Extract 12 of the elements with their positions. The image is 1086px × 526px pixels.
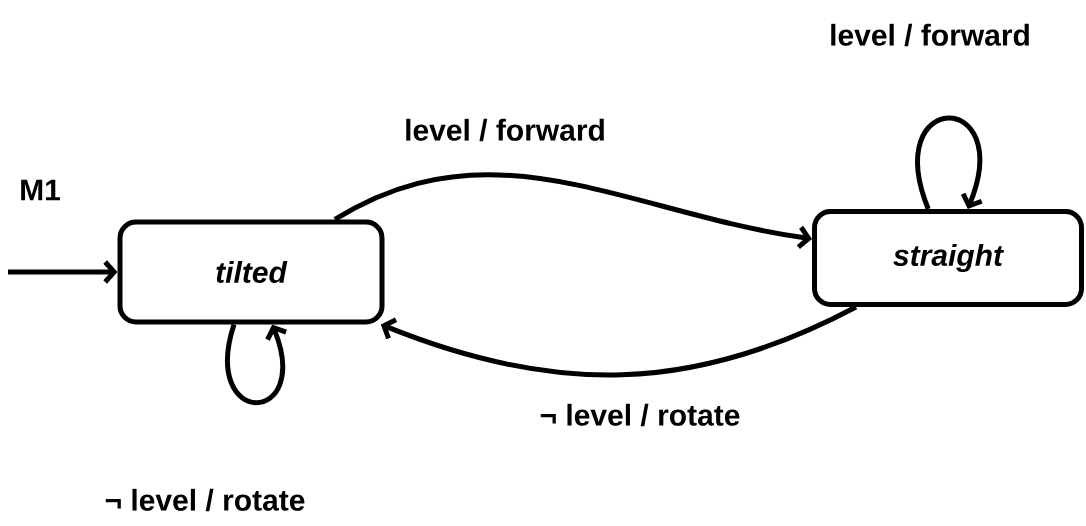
edge-label: ¬ level / rotate bbox=[103, 487, 307, 513]
state-box: straight bbox=[812, 209, 1084, 307]
arrow bbox=[333, 172, 812, 249]
edge-label: ¬ level / rotate bbox=[538, 402, 742, 428]
loop-arrow bbox=[915, 115, 983, 210]
state-box: tilted bbox=[117, 219, 385, 325]
machine-label: M1 bbox=[21, 179, 60, 201]
edge-label: level / forward bbox=[828, 22, 1032, 48]
edge-label: level / forward bbox=[403, 117, 607, 143]
arrow bbox=[380, 304, 858, 378]
arrow bbox=[8, 260, 118, 284]
loop-arrow bbox=[225, 323, 287, 405]
